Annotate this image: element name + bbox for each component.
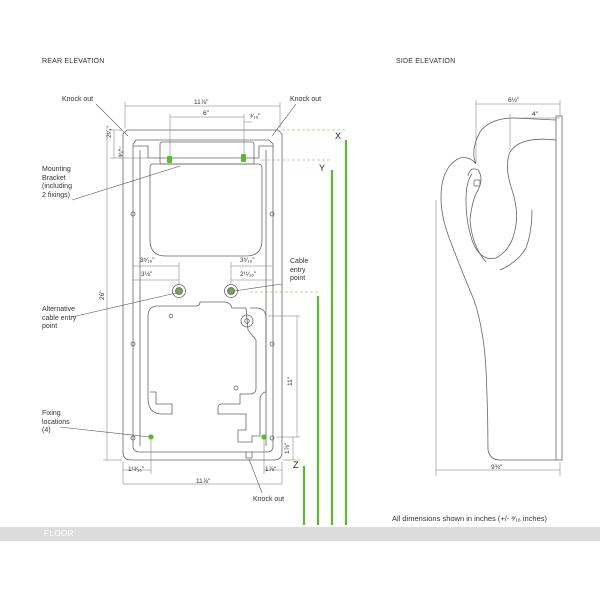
screw-hole-3 — [130, 341, 136, 347]
rear-top-lip — [133, 145, 273, 159]
bracket-fixing-right — [241, 154, 246, 162]
fixing-location-left — [148, 434, 154, 440]
callout-line: locations — [42, 418, 70, 426]
callout-knock-out-bottom: Knock out — [253, 496, 285, 503]
dim-side-bottom: 9¾" — [491, 464, 503, 471]
screw-hole-5 — [130, 435, 136, 441]
dim-mid-left-b: 3⅛" — [141, 271, 153, 278]
dim-height: 26" — [99, 290, 106, 300]
side-back-plate — [555, 115, 563, 461]
dim-side-top-inner: 4" — [532, 111, 538, 118]
callout-line: entry — [290, 266, 306, 274]
callout-line: point — [42, 323, 58, 330]
dim-top-width: 11⅞" — [194, 99, 209, 106]
cable-entry-marker-right — [228, 288, 234, 294]
rear-body-inner — [132, 139, 274, 453]
bracket-fixing-left — [167, 156, 172, 163]
screw-hole-7 — [233, 385, 239, 391]
dimensions-note: All dimensions shown in inches (+/- ³⁄₁₆… — [392, 514, 547, 523]
green-extension-dashed — [250, 129, 346, 461]
floor-label: FLOOR — [44, 529, 75, 538]
callout-fixing-locations: Fixing locations (4) — [42, 410, 70, 436]
bottom-knock-out — [245, 452, 253, 459]
callout-cable-entry: Cable entry point — [290, 258, 308, 284]
cable-entry-boss-right — [224, 284, 238, 298]
side-elevation-heading: SIDE ELEVATION — [396, 58, 456, 65]
screw-hole-2 — [269, 211, 275, 217]
dim-left-top-b: ³⁄₄" — [118, 148, 125, 157]
lower-cavity — [164, 301, 267, 443]
callout-line: Fixing — [42, 410, 61, 417]
callout-knock-out-top-right: Knock out — [290, 96, 322, 103]
green-measurement-bars — [302, 140, 348, 525]
callout-line: Cable — [290, 258, 309, 265]
side-lower-curve — [499, 209, 533, 271]
dim-right-mid: 11" — [287, 376, 294, 386]
alt-cable-entry-hole — [244, 318, 250, 324]
dim-top-small: ³⁄₁₆" — [250, 113, 261, 120]
upper-cavity — [149, 163, 263, 257]
axis-z-label: Z — [293, 460, 299, 470]
axis-x-label: X — [335, 131, 342, 141]
small-hole — [168, 313, 174, 319]
dim-bottom-right: 1⅞" — [265, 466, 277, 473]
mounting-bracket — [159, 141, 255, 165]
rear-elevation — [122, 129, 283, 461]
cable-entry-marker-left — [176, 288, 182, 294]
dim-mid-left-a: 3⁵⁄₁₆" — [140, 257, 155, 264]
callout-line: point — [290, 275, 306, 282]
side-body-outline — [440, 117, 557, 461]
fixing-location-right — [261, 434, 267, 440]
callout-line: (including — [42, 183, 72, 190]
side-nozzle — [467, 168, 487, 263]
dim-top-inner: 6" — [203, 110, 209, 117]
side-dimension-lines — [435, 100, 561, 476]
screw-hole-1 — [130, 211, 136, 217]
callout-line: Bracket — [42, 174, 66, 182]
dim-right-bottom: 1⅞" — [284, 442, 291, 454]
side-sensor — [473, 179, 481, 187]
fixing-markers — [148, 154, 267, 440]
screw-hole-6 — [269, 435, 275, 441]
side-elevation — [440, 115, 563, 461]
rear-elevation-heading: REAR ELEVATION — [42, 58, 105, 65]
dim-bottom-width: 11⅞" — [196, 478, 211, 485]
floor-bar — [0, 527, 600, 541]
axis-y-label: Y — [319, 163, 326, 173]
dim-mid-right-a: 3⁵⁄₁₆" — [240, 257, 255, 264]
dim-mid-right-b: 2¹¹⁄₁₆" — [240, 271, 257, 278]
callout-line: cable entry — [42, 314, 77, 322]
rear-dimension-lines — [103, 102, 300, 485]
callout-line: 2 fixings) — [42, 191, 71, 199]
dim-left-top-a: 2¹⁄₄" — [106, 126, 113, 138]
rear-body-outline — [122, 129, 283, 461]
callout-line: (4) — [42, 427, 51, 434]
side-inner-curve — [465, 138, 557, 259]
callout-knock-out-top-left: Knock out — [62, 96, 94, 103]
lower-cavity-left — [147, 305, 173, 415]
dim-bottom-left: 1¹³⁄₁₆" — [128, 466, 145, 473]
callout-line: Mounting — [42, 166, 71, 173]
screw-hole-4 — [269, 341, 275, 347]
callout-mounting-bracket: Mounting Bracket (including 2 fixings) — [42, 166, 72, 200]
callout-line: Alternative — [42, 306, 76, 313]
cable-entry-boss-left — [172, 284, 186, 298]
rear-leaders — [59, 103, 297, 494]
dim-side-top-outer: 6½" — [508, 97, 520, 104]
callout-alt-cable-entry: Alternative cable entry point — [42, 306, 76, 332]
alt-cable-entry-boss — [240, 314, 254, 328]
